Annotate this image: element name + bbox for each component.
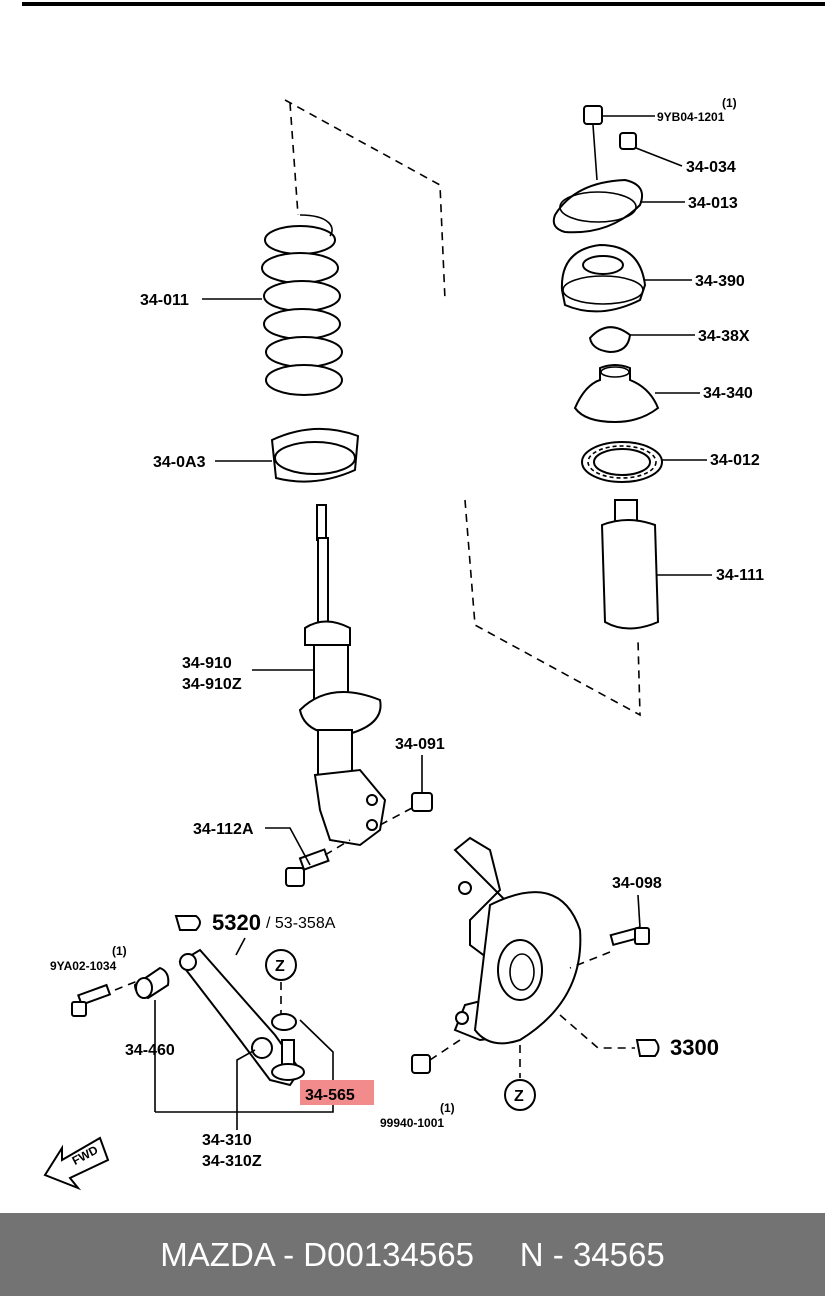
dust-boot-34-111	[600, 499, 660, 630]
nut-9yb04	[583, 105, 603, 125]
bolt-9ya02	[71, 983, 112, 1017]
label-34-012: 34-012	[710, 452, 760, 469]
steering-knuckle	[453, 836, 582, 1045]
label-34-011: 34-011	[140, 292, 189, 309]
bearing-34-38x	[588, 326, 632, 354]
footer-part-info: MAZDA - D00134565 N - 34565	[160, 1235, 665, 1273]
lower-arm-34-310	[178, 948, 305, 1087]
label-34-111: 34-111	[716, 567, 764, 584]
label-34-0a3: 34-0A3	[153, 454, 206, 471]
label-99940-qty: (1)	[440, 1101, 455, 1115]
svg-text:Z: Z	[514, 1088, 524, 1105]
ref-3300: 3300	[670, 1035, 719, 1060]
hand-pointer-icon	[174, 915, 201, 931]
bolt-34-098	[609, 926, 650, 947]
shock-absorber-strut	[298, 504, 387, 847]
top-border	[22, 2, 825, 6]
label-34-565: 34-565	[305, 1087, 355, 1104]
label-34-460: 34-460	[125, 1042, 175, 1059]
label-9ya02-qty: (1)	[112, 944, 127, 958]
z-marker-knuckle: Z	[504, 1079, 536, 1111]
nut-34-091	[411, 792, 433, 812]
dashed-outline-strut	[464, 499, 641, 717]
hand-pointer-icon	[635, 1039, 660, 1057]
label-34-013: 34-013	[688, 195, 738, 212]
mount-plate-34-013	[552, 178, 644, 234]
label-9yb04-1201: 9YB04-1201	[657, 110, 725, 124]
label-34-340: 34-340	[703, 385, 753, 402]
spring-insulator	[270, 427, 360, 483]
nut-34-034	[619, 132, 637, 150]
label-9yb04-qty: (1)	[722, 96, 737, 110]
label-34-091: 34-091	[395, 736, 445, 753]
nut-99940	[411, 1054, 431, 1074]
footer-bar: MAZDA - D00134565 N - 34565	[0, 1213, 825, 1296]
svg-text:Z: Z	[275, 958, 285, 975]
label-34-310: 34-310	[202, 1132, 252, 1149]
label-34-098: 34-098	[612, 875, 662, 892]
label-34-310z: 34-310Z	[202, 1153, 262, 1170]
label-34-112a: 34-112A	[193, 821, 254, 838]
dashed-outline-spring	[284, 99, 446, 301]
strut-mount-34-390	[560, 243, 647, 313]
label-9ya02-1034: 9YA02-1034	[50, 959, 117, 973]
label-34-034: 34-034	[686, 159, 736, 176]
label-99940-1001: 99940-1001	[380, 1116, 444, 1130]
bolt-34-112a	[285, 848, 330, 887]
label-34-910z: 34-910Z	[182, 676, 242, 693]
bump-ring-34-012	[581, 441, 663, 483]
spring-seat-34-340	[573, 364, 660, 424]
ref-5320: 5320	[212, 910, 261, 935]
exploded-parts-diagram: 34-011 34-0A3 34-910 34-910Z 34-091 34-1…	[22, 2, 825, 1191]
coil-spring	[261, 214, 343, 396]
z-marker-lower-arm: Z	[265, 949, 297, 981]
label-34-910: 34-910	[182, 655, 232, 672]
ref-53-358a: / 53-358A	[266, 915, 336, 932]
label-34-38x: 34-38X	[698, 328, 750, 345]
label-34-390: 34-390	[695, 273, 745, 290]
forward-arrow-icon: FWD	[43, 1136, 110, 1191]
bushing-34-460	[133, 966, 170, 1000]
highlight-box	[300, 1080, 374, 1105]
